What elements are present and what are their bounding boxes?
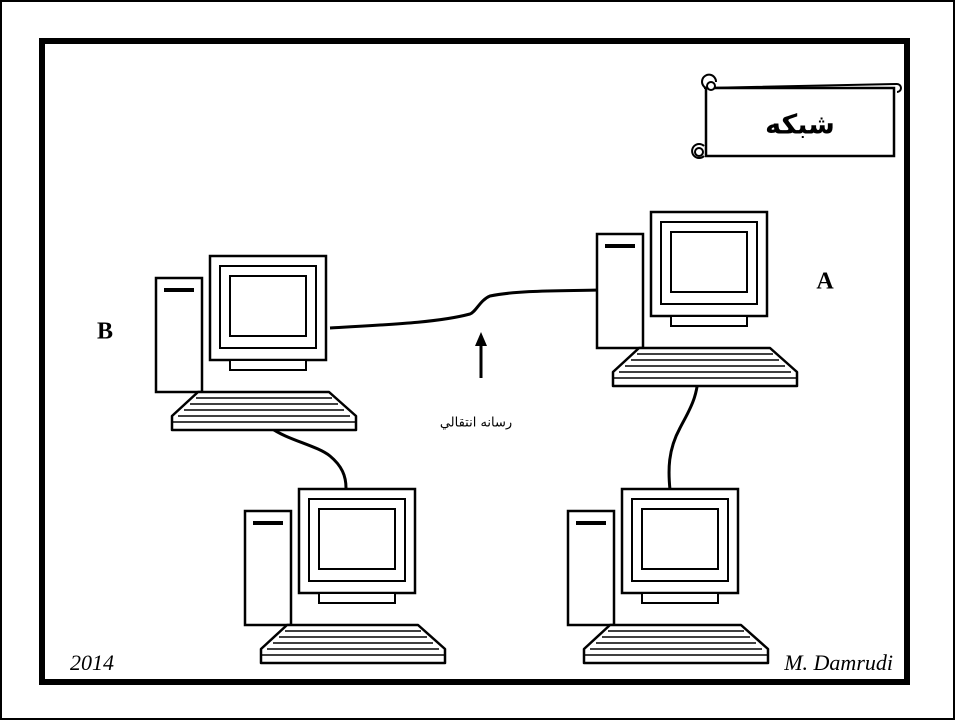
label-b: B xyxy=(97,319,113,345)
media-label: رسانه انتقالي xyxy=(440,416,512,431)
computer-bottom-right xyxy=(568,489,768,663)
computer-bottom-left xyxy=(245,489,445,663)
computer-a xyxy=(597,212,797,386)
page-title: شبکه xyxy=(765,110,835,141)
cable-b-to-a xyxy=(330,290,600,328)
computer-b xyxy=(156,256,356,430)
title-banner: شبکه xyxy=(692,75,901,158)
footer-year: 2014 xyxy=(70,650,114,675)
label-a: A xyxy=(816,269,834,295)
media-arrow xyxy=(475,332,487,378)
footer-author: M. Damrudi xyxy=(783,650,893,675)
